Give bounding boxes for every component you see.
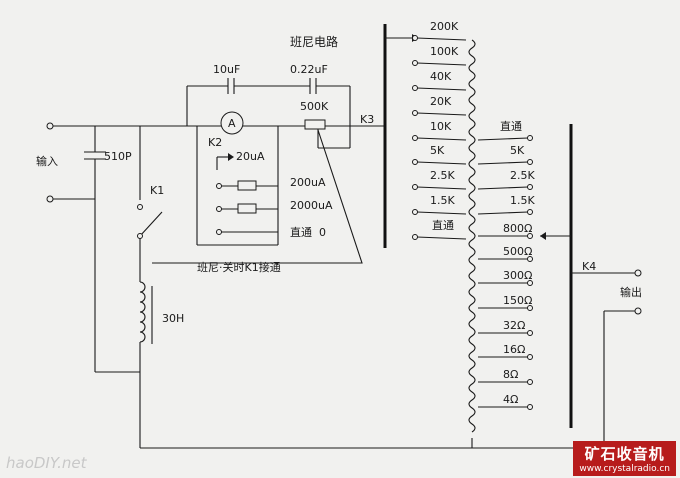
k2-option-20ua: 20uA (236, 150, 265, 163)
k2-contact-2[interactable] (216, 183, 222, 189)
watermark-haodiy: haoDIY.net (6, 454, 88, 472)
k4-option-6: 8Ω (503, 368, 518, 381)
k4-label: K4 (582, 260, 596, 273)
ammeter-symbol (220, 111, 244, 135)
k3-tap-wire-3 (416, 112, 467, 116)
output-terminal-top (634, 269, 642, 277)
k3-tap-wire-0 (416, 37, 467, 41)
k3r-tap-wire-3 (477, 211, 529, 215)
inductor-label: 30H (162, 312, 184, 325)
k4-contact-6[interactable] (527, 379, 533, 385)
k3-contact-0[interactable] (412, 35, 418, 41)
k1-label: K1 (150, 184, 164, 197)
k3-contact-1[interactable] (412, 60, 418, 66)
k3r-option-0: 直通 (500, 119, 522, 133)
k3-option-5: 5K (430, 144, 445, 157)
k1-switch-blade[interactable] (139, 211, 163, 237)
ammeter-label: A (228, 117, 236, 130)
k3-tap-wire-1 (416, 62, 467, 66)
k3-label: K3 (360, 113, 374, 126)
k3r-contact-1[interactable] (527, 159, 533, 165)
k3-taps: 200K100K40K20K10K5K2.5K1.5K直通直通5K2.5K1.5… (412, 20, 535, 240)
k3-tap-wire-4 (416, 137, 467, 141)
pot-label: 500K (300, 100, 329, 113)
k3-tap-wire-6 (416, 186, 467, 190)
output-terminal-bottom (634, 307, 642, 315)
inductor-coil (139, 281, 146, 343)
k2-option-direct: 直通 0 (290, 225, 326, 239)
k4-taps: 800Ω 500Ω 300Ω 150Ω 32Ω 16Ω 8Ω 4Ω (478, 222, 533, 410)
k4-contact-4[interactable] (527, 330, 533, 336)
k3-tap-wire-7 (416, 211, 467, 215)
k3-contact-3[interactable] (412, 110, 418, 116)
circuit-title: 班尼电路 (290, 34, 338, 49)
k2-shunt-resistor-1 (237, 180, 257, 191)
k3r-contact-2[interactable] (527, 184, 533, 190)
k2-shunt-resistor-2 (237, 203, 257, 214)
k3-contact-7[interactable] (412, 209, 418, 215)
k3-contact-5[interactable] (412, 159, 418, 165)
input-terminal-top (46, 122, 54, 130)
input-label: 输入 (36, 154, 58, 168)
k3-option-2: 40K (430, 70, 452, 83)
k4-contact-7[interactable] (527, 404, 533, 410)
k3-tap-wire-8 (416, 236, 467, 240)
k4-arrow-icon (540, 232, 546, 240)
input-terminal-bottom (46, 195, 54, 203)
k4-option-1: 500Ω (503, 245, 532, 258)
k3-option-4: 10K (430, 120, 452, 133)
k4-option-4: 32Ω (503, 319, 525, 332)
k3-tap-wire-2 (416, 87, 467, 91)
k1-contact-top (137, 204, 143, 210)
k3-option-1: 100K (430, 45, 459, 58)
k3-option-6: 2.5K (430, 169, 455, 182)
k3-option-7: 1.5K (430, 194, 455, 207)
tapped-resistor-chain (468, 39, 476, 433)
k4-option-0: 800Ω (503, 222, 532, 235)
k3r-tap-wire-2 (477, 186, 529, 190)
cap-10uf-label: 10uF (213, 63, 240, 76)
k4-option-5: 16Ω (503, 343, 525, 356)
k4-option-2: 300Ω (503, 269, 532, 282)
k3r-tap-wire-0 (477, 137, 529, 141)
k3-option-8: 直通 (432, 218, 454, 232)
k3-contact-8[interactable] (412, 234, 418, 240)
k3-option-3: 20K (430, 95, 452, 108)
k2-arrow-icon (228, 153, 234, 161)
k3-contact-6[interactable] (412, 184, 418, 190)
k3-contact-4[interactable] (412, 135, 418, 141)
k3-contact-2[interactable] (412, 85, 418, 91)
cap-510p-label: 510P (104, 150, 132, 163)
k4-option-3: 150Ω (503, 294, 532, 307)
k4-option-7: 4Ω (503, 393, 518, 406)
k1-note-leader (152, 129, 363, 264)
k3r-contact-3[interactable] (527, 209, 533, 215)
k3r-option-2: 2.5K (510, 169, 535, 182)
brand-url: www.crystalradio.cn (579, 464, 670, 474)
k1-contact-bottom (137, 233, 143, 239)
k2-label: K2 (208, 136, 222, 149)
k2-contact-4[interactable] (216, 229, 222, 235)
brand-logo: 矿石收音机 www.crystalradio.cn (573, 441, 676, 476)
potentiometer-500k[interactable] (304, 119, 326, 130)
output-label: 输出 (620, 285, 642, 299)
k2-contact-3[interactable] (216, 206, 222, 212)
k2-option-200ua: 200uA (290, 176, 326, 189)
k3r-tap-wire-1 (477, 161, 529, 165)
k3-tap-wire-5 (416, 161, 467, 165)
k2-option-2000ua: 2000uA (290, 199, 333, 212)
k1-note: 班尼·关时K1接通 (197, 260, 281, 274)
brand-name: 矿石收音机 (584, 445, 665, 463)
k3r-option-1: 5K (510, 144, 525, 157)
k3-option-0: 200K (430, 20, 459, 33)
k3r-contact-0[interactable] (527, 135, 533, 141)
cap-022uf-label: 0.22uF (290, 63, 328, 76)
k3r-option-3: 1.5K (510, 194, 535, 207)
k4-contact-5[interactable] (527, 354, 533, 360)
